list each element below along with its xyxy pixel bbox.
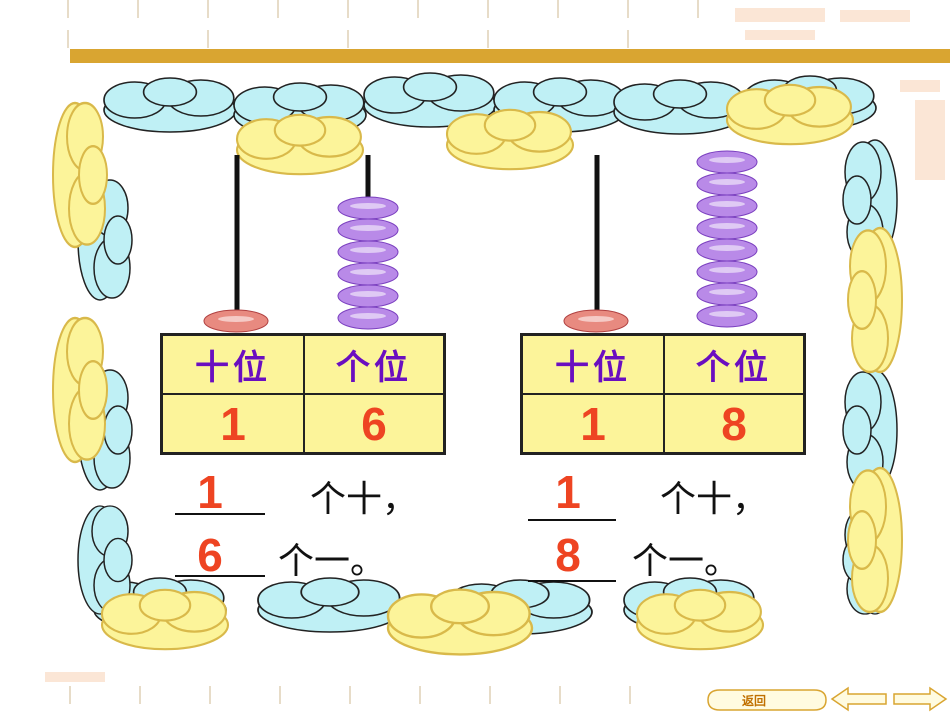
ones-answer-right: 8 <box>555 529 581 581</box>
back-button-shape <box>707 689 827 711</box>
prev-button[interactable] <box>830 686 888 712</box>
back-button[interactable]: 返回 <box>706 688 828 712</box>
place-value-table-right: 十位 个位 1 8 <box>520 333 806 455</box>
ones-answer-line-right <box>528 580 616 582</box>
left-arrow-icon <box>830 686 887 712</box>
ones-header-right: 个位 <box>664 335 804 394</box>
tens-header-right: 十位 <box>522 335 664 394</box>
tens-unit-left: 个十， <box>310 479 419 520</box>
tens-answer-right: 1 <box>555 466 581 518</box>
tens-answer-line-right <box>528 519 616 521</box>
tens-answer-line-left <box>175 513 265 515</box>
ones-answer-line-left <box>175 575 265 577</box>
back-button-label: 返回 <box>742 694 767 708</box>
next-button[interactable] <box>892 686 948 712</box>
tens-header-left: 十位 <box>162 335 304 394</box>
ones-unit-right: 个一。 <box>632 541 741 582</box>
ones-unit-left: 个一。 <box>278 541 387 582</box>
ones-value-left: 6 <box>304 394 444 453</box>
tens-value-right: 1 <box>522 394 664 453</box>
tens-unit-right: 个十， <box>660 479 769 520</box>
right-arrow-icon <box>893 686 948 712</box>
tens-answer-left: 1 <box>197 466 223 518</box>
ones-value-right: 8 <box>664 394 804 453</box>
ones-header-left: 个位 <box>304 335 444 394</box>
tens-value-left: 1 <box>162 394 304 453</box>
header-bar <box>70 49 950 63</box>
ones-answer-left: 6 <box>197 529 223 581</box>
place-value-table-left: 十位 个位 1 6 <box>160 333 446 455</box>
